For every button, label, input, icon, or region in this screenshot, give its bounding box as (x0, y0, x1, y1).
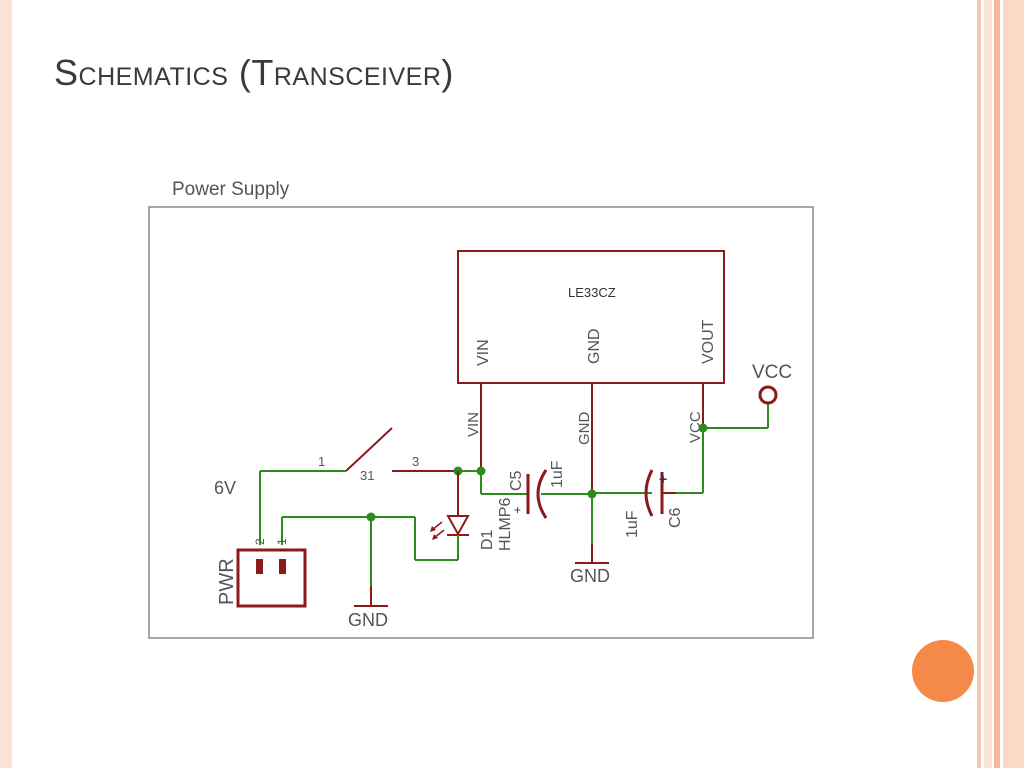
supply-voltage-label: 6V (214, 478, 236, 498)
frame-label: Power Supply (172, 179, 290, 200)
connector-pin-2-label: 2 (253, 538, 267, 545)
gnd-label-left: GND (348, 610, 388, 630)
regulator-pin-vout: VOUT (700, 319, 717, 364)
regulator-pin-gnd: GND (586, 328, 603, 364)
c6-ref: C6 (667, 507, 684, 528)
schematic-frame (148, 206, 814, 639)
vcc-port-label: VCC (752, 362, 792, 383)
border-stripe-right-1 (977, 0, 981, 768)
c6-plate-curved (644, 469, 654, 517)
junction-vcc (698, 423, 708, 433)
slide-title: Schematics (Transceiver) (54, 52, 454, 93)
connector-pin-1-label: 1 (275, 538, 289, 545)
gnd-label-right: GND (570, 566, 610, 586)
switch-lever (345, 427, 393, 472)
border-stripe-left (0, 0, 12, 768)
regulator-pin-vin: VIN (475, 339, 492, 366)
switch-pin-3: 3 (412, 454, 419, 469)
c6-plus: + (659, 471, 667, 487)
junction-vin (476, 466, 486, 476)
led-ref: D1 (479, 529, 496, 550)
regulator-name: LE33CZ (568, 285, 616, 300)
schematic-diagram: Power Supply LE33CZ VIN GND VOUT VIN GND… (148, 179, 814, 639)
led-arrowhead-2 (432, 534, 438, 540)
c5-plate-curved (536, 469, 548, 519)
net-label-gnd: GND (576, 412, 593, 446)
border-stripe-right-4 (1003, 0, 1024, 768)
switch-pin-1: 1 (318, 454, 325, 469)
connector-pin-2 (256, 559, 263, 574)
switch-pin-31: 31 (360, 468, 374, 483)
connector-pin-1 (279, 559, 286, 574)
border-stripe-right-2 (984, 0, 992, 768)
net-label-vin: VIN (465, 412, 482, 437)
net-label-vcc: VCC (687, 411, 704, 443)
slide-accent-dot (912, 640, 974, 702)
c5-ref: C5 (508, 470, 525, 491)
led-value: HLMP6 (497, 498, 514, 551)
c5-value: 1uF (549, 460, 566, 488)
vcc-port-symbol (758, 385, 778, 405)
led-triangle (446, 515, 470, 537)
connector-body (236, 548, 307, 608)
c6-value: 1uF (624, 510, 641, 538)
c5-plus: + (514, 503, 521, 517)
border-stripe-right-3 (994, 0, 1000, 768)
led-arrowhead-1 (430, 526, 436, 532)
connector-name: PWR (216, 558, 238, 605)
